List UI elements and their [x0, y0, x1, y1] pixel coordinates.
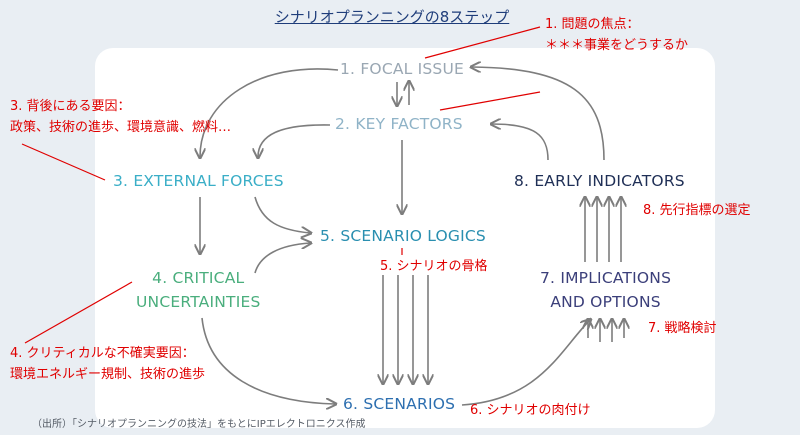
node-implications-line2: AND OPTIONS [550, 293, 661, 311]
source-note: （出所）「シナリオプランニングの技法」をもとにIPエレクトロニクス作成 [32, 419, 366, 430]
arrow-2-to-3 [258, 124, 331, 157]
node-critical-uncertainties-line2: UNCERTAINTIES [136, 293, 261, 311]
node-implications: 7. IMPLICATIONS AND OPTIONS [540, 266, 671, 314]
annotation-critical-uncertainties-line1: 4. クリティカルな不確実要因： [10, 346, 195, 361]
annotation-external-forces-line1: 3. 背後にある要因： [10, 99, 131, 114]
annotation-focal-issue: 1. 問題の焦点： ＊＊＊事業をどうするか [545, 14, 688, 56]
diagram-title: シナリオプランニングの8ステップ [274, 8, 510, 26]
annotation-early-indicators: 8. 先行指標の選定 [643, 203, 751, 218]
arrow-6-to-7 [461, 320, 590, 406]
annotation-critical-uncertainties: 4. クリティカルな不確実要因： 環境エネルギー規制、技術の進歩 [10, 343, 205, 385]
callout-line-4 [24, 281, 133, 344]
annotation-focal-issue-line2: ＊＊＊事業をどうするか [545, 38, 689, 53]
arrow-1-to-3 [200, 68, 339, 157]
diagram-panel [95, 48, 715, 428]
annotation-scenarios: 6. シナリオの肉付け [470, 403, 591, 418]
node-early-indicators: 8. EARLY INDICATORS [514, 172, 685, 190]
annotation-external-forces-line2: 政策、技術の進歩、環境意識、燃料… [10, 120, 232, 135]
node-focal-issue: 1. FOCAL ISSUE [340, 60, 465, 78]
arrow-4-to-6 [201, 317, 335, 404]
callout-line-2 [439, 91, 541, 111]
node-critical-uncertainties-line1: 4. CRITICAL [152, 269, 245, 287]
node-critical-uncertainties: 4. CRITICAL UNCERTAINTIES [136, 266, 261, 314]
node-scenario-logics: 5. SCENARIO LOGICS [320, 227, 486, 245]
arrow-8-to-2 [492, 124, 549, 161]
annotation-critical-uncertainties-line2: 環境エネルギー規制、技術の進歩 [10, 367, 206, 382]
callout-line-1 [424, 26, 541, 59]
node-scenarios: 6. SCENARIOS [343, 395, 456, 413]
callout-line-3 [21, 143, 106, 181]
annotation-focal-issue-line1: 1. 問題の焦点： [545, 17, 640, 32]
arrow-3-to-5 [254, 196, 310, 233]
arrow-4-to-5 [254, 243, 310, 274]
annotation-implications: 7. 戦略検討 [648, 321, 717, 336]
node-external-forces: 3. EXTERNAL FORCES [113, 172, 284, 190]
node-implications-line1: 7. IMPLICATIONS [540, 269, 672, 287]
annotation-external-forces: 3. 背後にある要因： 政策、技術の進歩、環境意識、燃料… [10, 96, 231, 138]
arrow-8-to-1 [472, 67, 605, 161]
annotation-scenario-logics: 5. シナリオの骨格 [380, 259, 488, 274]
node-key-factors: 2. KEY FACTORS [335, 115, 463, 133]
